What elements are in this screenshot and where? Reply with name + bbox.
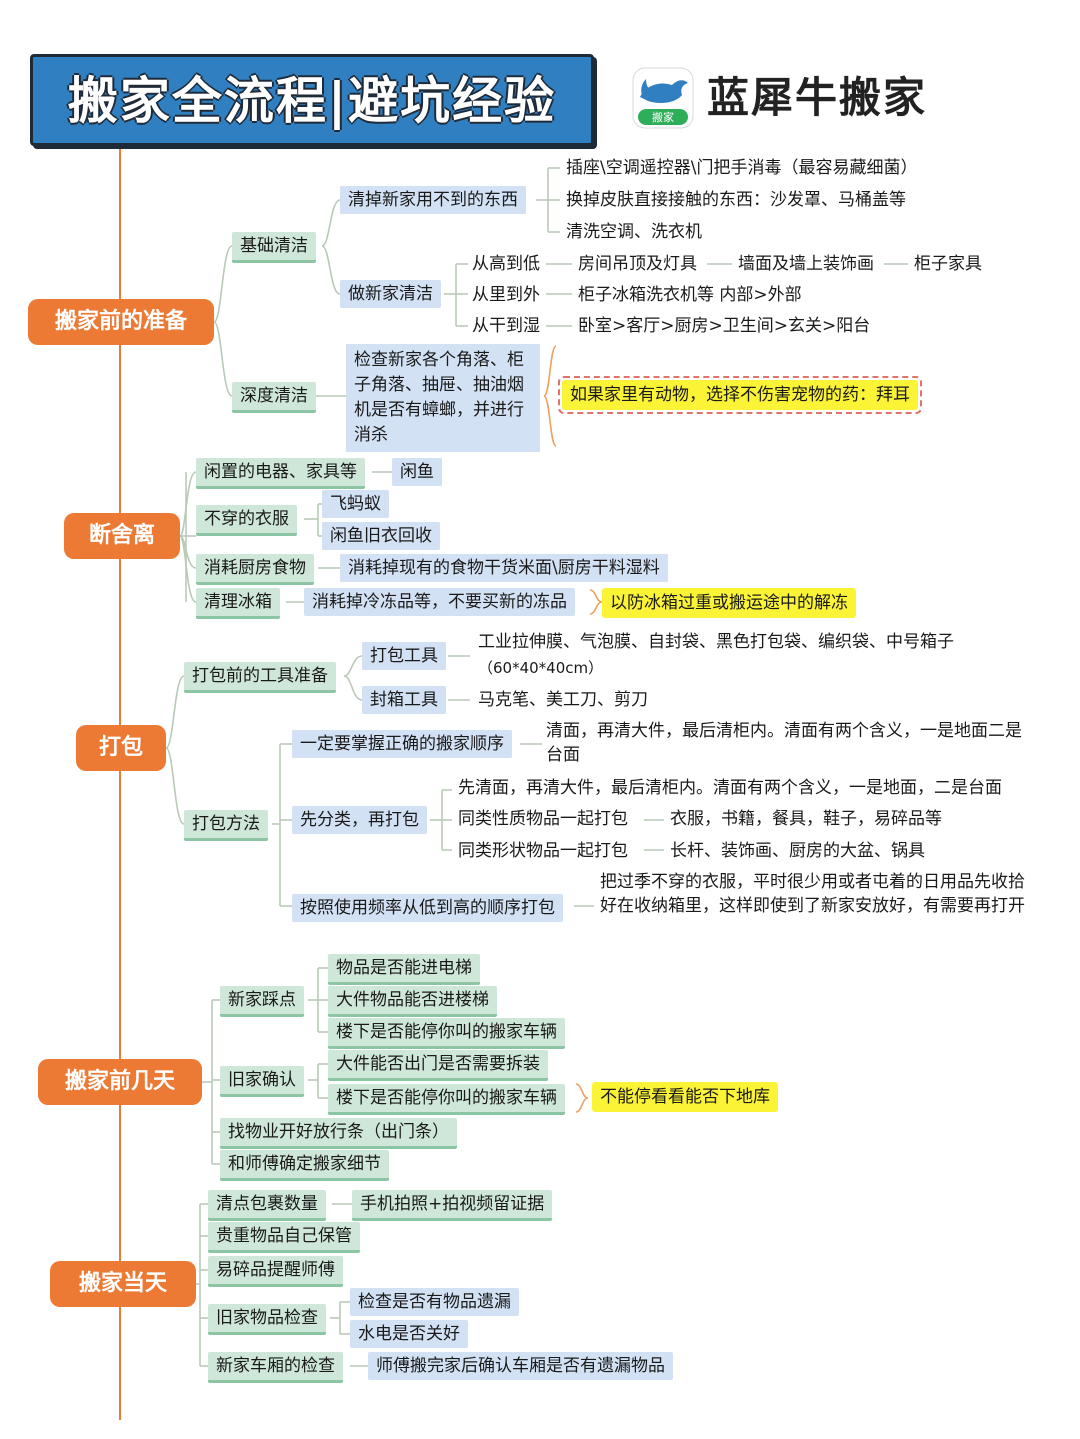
- leaf-parking-old: 楼下是否能停你叫的搬家车辆: [328, 1084, 565, 1115]
- leaf-stairs: 大件物品能否进楼梯: [328, 986, 497, 1017]
- leaf-walls: 墙面及墙上装饰画: [738, 254, 874, 274]
- leaf-consume-food: 消耗掉现有的食物干货米面\厨房干料湿料: [340, 554, 668, 582]
- note-box: 如果家里有动物，选择不伤害宠物的药：拜耳: [558, 376, 922, 414]
- leaf-elevator: 物品是否能进电梯: [328, 954, 480, 985]
- logo-label: 搬家: [652, 110, 674, 124]
- leaf-frozen: 消耗掉冷冻品等，不要买新的冻品: [304, 588, 575, 616]
- section-packing: 打包: [76, 725, 166, 771]
- title-banner: 搬家全流程|避坑经验: [30, 54, 594, 146]
- leaf-nature-items: 衣服，书籍，餐具，鞋子，易碎品等: [670, 809, 942, 829]
- leaf-disassemble: 大件能否出门是否需要拆装: [328, 1050, 548, 1081]
- node-kitchen-food: 消耗厨房食物: [196, 554, 314, 585]
- node-old-home: 旧家确认: [220, 1066, 304, 1097]
- rhino-logo-icon: 搬家: [632, 67, 694, 129]
- leaf-fridge-inside: 柜子冰箱洗衣机等 内部>外部: [578, 285, 802, 305]
- leaf-dry-to-wet: 从干到湿: [472, 316, 540, 336]
- node-pack-tools: 打包工具: [362, 642, 446, 670]
- node-unworn-clothes: 不穿的衣服: [196, 505, 297, 536]
- node-basic-clean: 基础清洁: [232, 232, 316, 263]
- note-pet-safe: 如果家里有动物，选择不伤害宠物的药：拜耳: [562, 380, 918, 410]
- node-count-packages: 清点包裹数量: [208, 1190, 326, 1221]
- leaf-cabinets: 柜子家具: [914, 254, 982, 274]
- node-new-home-clean: 做新家清洁: [340, 280, 441, 308]
- node-confirm-details: 和师傅确定搬家细节: [220, 1150, 389, 1181]
- leaf-shape-items: 长杆、装饰画、厨房的大盆、锅具: [670, 841, 925, 861]
- node-tool-prep: 打包前的工具准备: [184, 662, 336, 693]
- leaf-parking-new: 楼下是否能停你叫的搬家车辆: [328, 1018, 565, 1049]
- node-classify: 先分类，再打包: [292, 806, 427, 834]
- node-clear-unused: 清掉新家用不到的东西: [340, 186, 526, 214]
- leaf-xianyu: 闲鱼: [392, 458, 442, 486]
- leaf-seal-materials: 马克笔、美工刀、剪刀: [478, 690, 648, 710]
- section-days-before: 搬家前几天: [38, 1059, 202, 1105]
- node-pack-method: 打包方法: [184, 810, 268, 841]
- node-fragile: 易碎品提醒师傅: [208, 1256, 343, 1287]
- node-seal-tools: 封箱工具: [362, 686, 446, 714]
- page-title: 搬家全流程|避坑经验: [67, 72, 557, 130]
- node-move-order: 一定要掌握正确的搬家顺序: [292, 730, 512, 758]
- node-truck-check: 新家车厢的检查: [208, 1352, 343, 1383]
- section-declutter: 断舍离: [64, 513, 180, 559]
- node-idle-items: 闲置的电器、家具等: [196, 458, 365, 489]
- node-property-pass: 找物业开好放行条（出门条）: [220, 1118, 457, 1149]
- node-valuables: 贵重物品自己保管: [208, 1222, 360, 1253]
- section-prep: 搬家前的准备: [28, 299, 214, 345]
- leaf-recycle: 闲鱼旧衣回收: [322, 522, 440, 550]
- leaf-replace-covers: 换掉皮肤直接接触的东西：沙发罩、马桶盖等: [566, 190, 906, 210]
- brace-icon: [575, 1083, 589, 1113]
- leaf-high-to-low: 从高到低: [472, 254, 540, 274]
- brace-icon: [543, 345, 557, 447]
- leaf-utilities: 水电是否关好: [350, 1320, 468, 1348]
- leaf-feimayi: 飞蚂蚁: [322, 490, 389, 518]
- brace-icon: [589, 589, 603, 615]
- leaf-pest-check: 检查新家各个角落、柜子角落、抽屉、抽油烟机是否有蟑螂，并进行消杀: [346, 344, 540, 452]
- leaf-pack-materials: 工业拉伸膜、气泡膜、自封袋、黑色打包袋、编织袋、中号箱子: [478, 632, 954, 652]
- leaf-classify-order: 先清面，再清大件，最后清柜内。清面有两个含义，一是地面，二是台面: [458, 778, 1002, 798]
- leaf-leftovers: 检查是否有物品遗漏: [350, 1288, 519, 1316]
- node-old-check: 旧家物品检查: [208, 1304, 326, 1335]
- note-fridge: 以防冰箱过重或搬运途中的解冻: [602, 588, 856, 618]
- leaf-same-nature: 同类性质物品一起打包: [458, 809, 628, 829]
- leaf-disinfect: 插座\空调遥控器\门把手消毒（最容易藏细菌）: [566, 158, 918, 178]
- node-deep-clean: 深度清洁: [232, 382, 316, 413]
- leaf-wash-ac: 清洗空调、洗衣机: [566, 222, 702, 242]
- leaf-photo-evidence: 手机拍照+拍视频留证据: [352, 1190, 553, 1221]
- note-garage: 不能停看看能否下地库: [592, 1082, 778, 1112]
- leaf-order-text: 清面，再清大件，最后清柜内。清面有两个含义，一是地面二是台面: [546, 721, 1022, 765]
- leaf-ceiling: 房间吊顶及灯具: [578, 254, 697, 274]
- leaf-inside-out: 从里到外: [472, 285, 540, 305]
- leaf-same-shape: 同类形状物品一起打包: [458, 841, 628, 861]
- leaf-frequency-text: 把过季不穿的衣服，平时很少用或者屯着的日用品先收拾好在收纳箱里，这样即使到了新家…: [600, 872, 1025, 916]
- brand-name: 蓝犀牛搬家: [707, 73, 928, 122]
- leaf-room-order: 卧室>客厅>厨房>卫生间>玄关>阳台: [578, 316, 871, 336]
- section-moving-day: 搬家当天: [50, 1261, 196, 1307]
- node-frequency: 按照使用频率从低到高的顺序打包: [292, 894, 563, 922]
- leaf-truck-confirm: 师傅搬完家后确认车厢是否有遗漏物品: [368, 1352, 673, 1380]
- node-fridge: 清理冰箱: [196, 588, 280, 619]
- leaf-box-size: （60*40*40cm）: [478, 659, 604, 677]
- node-survey: 新家踩点: [220, 986, 304, 1017]
